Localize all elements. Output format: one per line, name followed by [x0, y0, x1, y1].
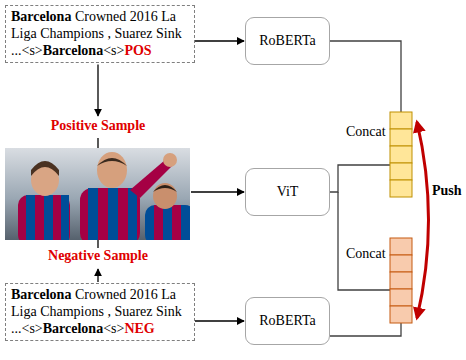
- sample-label: Negative Sample: [47, 248, 149, 265]
- push-arrow: [417, 122, 429, 318]
- encoder-name: ViT: [277, 184, 299, 200]
- feature-wire: [338, 192, 390, 290]
- vector-cell: [390, 180, 412, 197]
- text-run: <s>: [103, 43, 124, 58]
- text-encoder-arrow: [195, 320, 244, 321]
- vector-cell: [390, 163, 412, 180]
- feature-wire: [330, 165, 390, 192]
- encoder-box: RoBERTa: [245, 297, 330, 345]
- encoder-name: RoBERTa: [259, 313, 316, 329]
- feature-wire: [330, 323, 401, 336]
- sample-text: Barcelona Crowned 2016 La Liga Champions…: [11, 287, 189, 337]
- vector-cell: [390, 112, 412, 129]
- feature-wire: [330, 41, 401, 112]
- concat-label: Concat: [345, 124, 387, 141]
- player-figure: [18, 161, 70, 240]
- sample-arrow: [97, 240, 98, 248]
- concat-label: Concat: [345, 246, 387, 263]
- image-arrow: [191, 191, 244, 192]
- sample-text: Barcelona Crowned 2016 La Liga Champions…: [11, 9, 189, 59]
- vector-cell: [390, 272, 412, 289]
- sample-arrow: [97, 269, 98, 282]
- sample-label: Positive Sample: [50, 118, 147, 135]
- vector-cell: [390, 238, 412, 255]
- vector-cell: [390, 129, 412, 146]
- text-run: Barcelona: [43, 43, 103, 58]
- text-run: Barcelona: [43, 321, 103, 336]
- sample-text-box: Barcelona Crowned 2016 La Liga Champions…: [5, 5, 195, 63]
- text-run: NEG: [124, 321, 154, 336]
- text-run: Barcelona: [11, 9, 71, 24]
- sample-arrow: [97, 138, 98, 148]
- vector-cell: [390, 306, 412, 323]
- text-run: POS: [124, 43, 151, 58]
- vector-cell: [390, 146, 412, 163]
- encoder-name: RoBERTa: [259, 33, 316, 49]
- player-figure: [145, 183, 190, 240]
- player-figure: [80, 152, 177, 240]
- text-encoder-arrow: [195, 40, 244, 41]
- text-run: <s>: [103, 321, 124, 336]
- positive-feature-vector: [390, 112, 412, 197]
- push-label: Push: [431, 183, 463, 200]
- text-run: Barcelona: [11, 287, 71, 302]
- vector-cell: [390, 255, 412, 272]
- encoder-box: RoBERTa: [245, 17, 330, 65]
- sample-arrow: [97, 64, 98, 116]
- encoder-box: ViT: [245, 168, 330, 216]
- negative-feature-vector: [390, 238, 412, 323]
- vector-cell: [390, 289, 412, 306]
- sample-text-box: Barcelona Crowned 2016 La Liga Champions…: [5, 283, 195, 341]
- photo: [5, 148, 190, 240]
